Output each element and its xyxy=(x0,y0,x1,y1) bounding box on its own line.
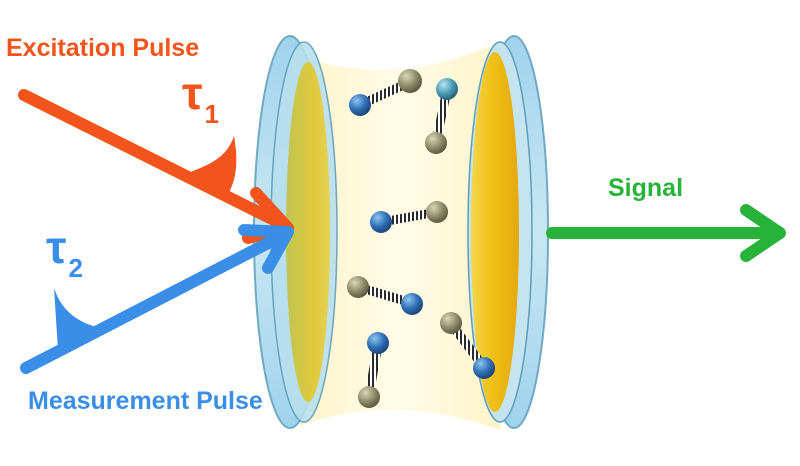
right-mirror xyxy=(467,35,549,429)
molecule xyxy=(347,276,423,315)
atom-blue xyxy=(401,293,423,315)
atom-olive xyxy=(358,386,380,408)
atom-olive xyxy=(398,69,422,93)
excitation-pulse-shape xyxy=(180,136,237,198)
atom-olive xyxy=(425,132,447,154)
atom-blue xyxy=(367,332,389,354)
atom-olive xyxy=(426,201,448,223)
measurement-pulse-label: Measurement Pulse xyxy=(28,387,263,415)
signal-arrow xyxy=(546,204,786,262)
atom-olive xyxy=(440,312,462,334)
measurement-pulse-arrow xyxy=(20,224,294,374)
atom-blue xyxy=(473,357,495,379)
atom-teal xyxy=(436,78,458,100)
molecule xyxy=(425,78,458,154)
excitation-pulse-arrow xyxy=(18,89,294,244)
tau1-symbol: τ xyxy=(182,67,203,119)
tau2-symbol: τ xyxy=(46,221,67,273)
atom-blue xyxy=(349,94,371,116)
molecule xyxy=(349,69,422,116)
signal-label: Signal xyxy=(608,174,684,202)
tau1-label: τ1 xyxy=(182,67,219,127)
tau2-label: τ2 xyxy=(46,221,83,281)
cavity-volume xyxy=(300,46,500,430)
molecule xyxy=(358,332,389,408)
molecules xyxy=(347,69,495,408)
atom-olive xyxy=(347,276,369,298)
tau2-subscript: 2 xyxy=(68,253,83,283)
tau1-subscript: 1 xyxy=(204,99,219,129)
excitation-pulse-label: Excitation Pulse xyxy=(6,34,200,62)
molecule xyxy=(440,312,495,379)
measurement-pulse-shape xyxy=(54,288,112,350)
molecule xyxy=(370,201,448,233)
atom-blue xyxy=(370,211,392,233)
